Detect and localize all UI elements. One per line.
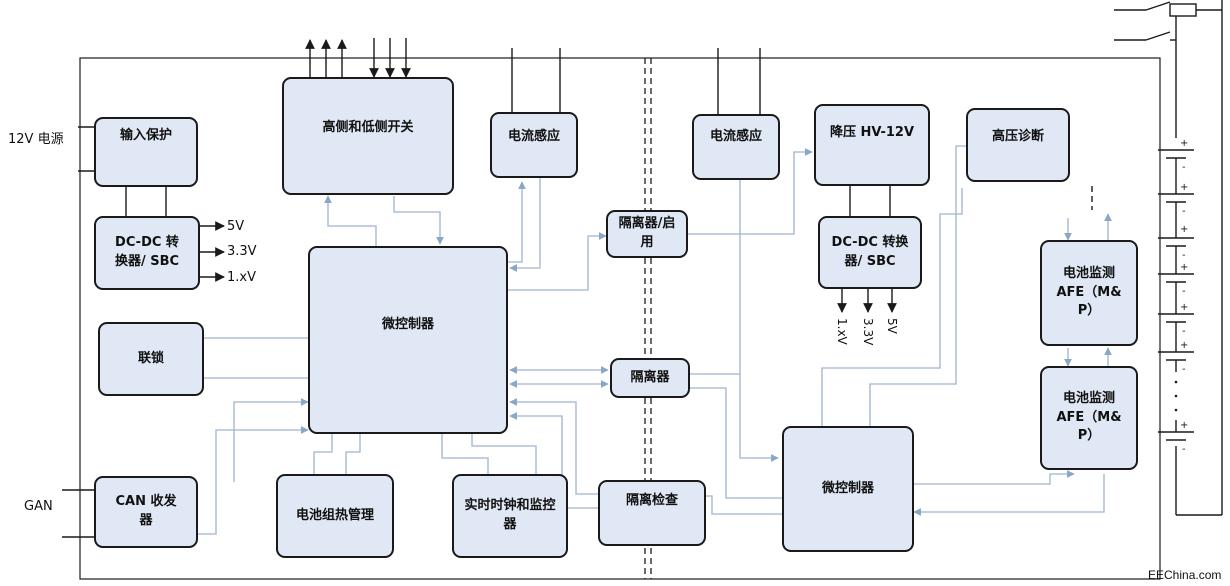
dcdc-left-block: DC-DC 转 换器/ SBC <box>94 216 200 290</box>
svg-text:+: + <box>1180 262 1188 273</box>
svg-text:-: - <box>1182 326 1186 337</box>
hs-ls-switch-block: 高侧和低侧开关 <box>282 77 454 195</box>
right-output-1xv-label: 1.xV <box>835 318 849 345</box>
output-1xv-label: 1.xV <box>227 270 256 285</box>
isolation-check-block: 隔离检查 <box>598 480 706 546</box>
input-protection-block: 输入保护 <box>94 117 198 187</box>
current-sense-right-block: 电流感应 <box>692 114 780 180</box>
isolator-enable-block: 隔离器/启 用 <box>606 210 688 258</box>
svg-text:-: - <box>1182 364 1186 375</box>
svg-text:-: - <box>1182 162 1186 173</box>
signal-connections <box>196 145 1112 535</box>
svg-text:+: + <box>1180 138 1188 149</box>
svg-text:+: + <box>1180 182 1188 193</box>
svg-text:+: + <box>1180 420 1188 431</box>
svg-text:+: + <box>1180 302 1188 313</box>
mcu-left-block: 微控制器 <box>308 246 508 434</box>
watermark: EEChina.com <box>1148 568 1222 582</box>
dcdc-right-block: DC-DC 转换 器/ SBC <box>818 216 922 289</box>
interlock-block: 联锁 <box>98 322 204 396</box>
battery-stack <box>1114 0 1223 516</box>
system-frame <box>79 57 1161 580</box>
gan-label: GAN <box>24 499 53 514</box>
rtc-monitor-block: 实时时钟和监控 器 <box>452 474 568 558</box>
power-12v-label: 12V 电源 <box>8 132 64 147</box>
svg-text:+: + <box>1180 224 1188 235</box>
battery-thermal-block: 电池组热管理 <box>276 474 394 558</box>
mcu-right-block: 微控制器 <box>782 426 914 552</box>
svg-text:-: - <box>1182 286 1186 297</box>
output-3v3-label: 3.3V <box>227 244 257 259</box>
svg-text:+: + <box>1180 340 1188 351</box>
buck-hv-12v-block: 降压 HV-12V <box>814 104 930 186</box>
power-connections <box>62 38 897 538</box>
can-transceiver-block: CAN 收发 器 <box>94 476 198 548</box>
right-output-3v3-label: 3.3V <box>861 318 875 346</box>
battery-dots <box>1174 380 1178 412</box>
hv-diagnostic-block: 高压诊断 <box>966 108 1070 182</box>
right-output-5v-label: 5V <box>885 318 899 334</box>
svg-text:-: - <box>1182 444 1186 455</box>
isolator-block: 隔离器 <box>610 358 690 398</box>
afe-top-block: 电池监测 AFE（M& P） <box>1040 240 1138 346</box>
svg-text:-: - <box>1182 250 1186 261</box>
afe-bottom-block: 电池监测 AFE（M& P） <box>1040 366 1138 470</box>
svg-text:-: - <box>1182 206 1186 217</box>
battery-polarity-marks: +- +- +- +- +- +- +- <box>1180 138 1188 455</box>
current-sense-left-block: 电流感应 <box>490 112 578 178</box>
output-5v-label: 5V <box>227 219 245 234</box>
